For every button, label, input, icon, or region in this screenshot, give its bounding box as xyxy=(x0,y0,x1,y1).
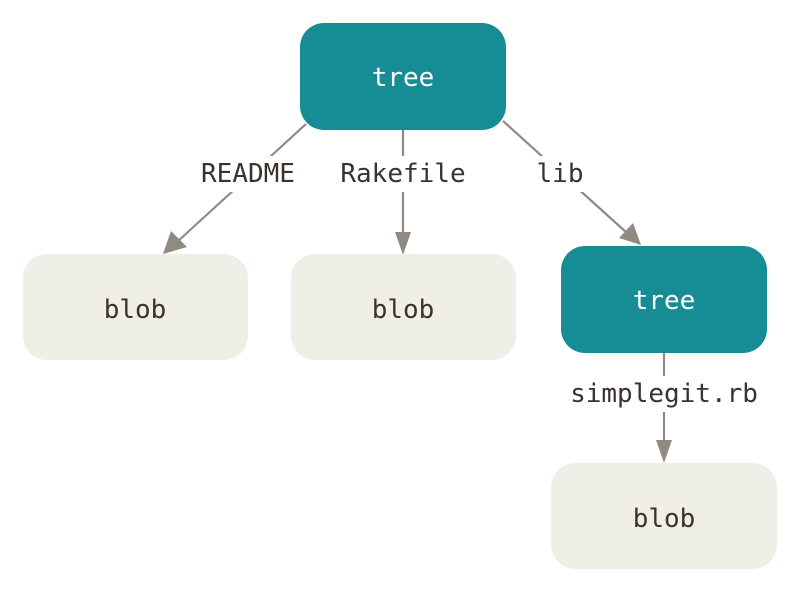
node-blob-simplegit-label: blob xyxy=(633,504,696,534)
edge-label-lib: lib xyxy=(530,156,590,192)
edge-label-readme-text: README xyxy=(201,159,295,189)
edge-label-lib-text: lib xyxy=(537,159,584,189)
node-blob-rakefile-label: blob xyxy=(372,295,435,325)
node-blob-readme: blob xyxy=(23,254,248,360)
edge-label-simplegit: simplegit.rb xyxy=(556,376,772,412)
node-root-tree-label: tree xyxy=(372,63,435,93)
node-blob-rakefile: blob xyxy=(291,254,516,360)
node-blob-simplegit: blob xyxy=(551,463,777,569)
edge-label-readme: README xyxy=(192,156,304,192)
node-lib-tree: tree xyxy=(561,246,767,353)
node-root-tree: tree xyxy=(300,23,506,130)
node-lib-tree-label: tree xyxy=(633,286,696,316)
edge-label-simplegit-text: simplegit.rb xyxy=(570,379,758,409)
edge-label-rakefile-text: Rakefile xyxy=(340,159,465,189)
edge-label-rakefile: Rakefile xyxy=(330,156,476,192)
node-blob-readme-label: blob xyxy=(104,295,167,325)
